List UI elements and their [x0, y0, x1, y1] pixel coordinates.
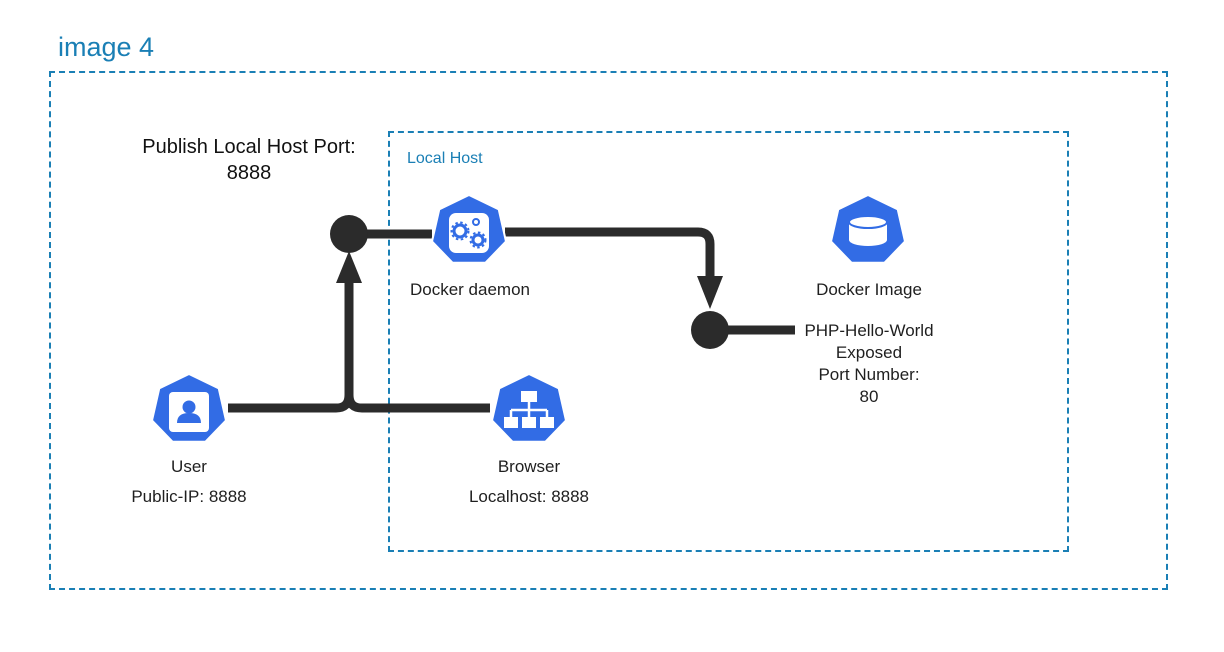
exposed-port-junction — [691, 311, 729, 349]
php-exposed-port-label: PHP-Hello-World Exposed Port Number: 80 — [779, 320, 959, 408]
php-exposed-text: Exposed — [835, 343, 903, 362]
browser-localhost: Localhost: 8888 — [468, 487, 590, 506]
outer-frame — [49, 71, 1168, 590]
arrowhead-up — [336, 251, 362, 283]
php-port-number-text: Port Number: — [818, 365, 920, 384]
docker-image-label: Docker Image — [816, 280, 922, 299]
docker-daemon-label: Docker daemon — [409, 280, 530, 299]
browser-node[interactable] — [490, 372, 568, 443]
user-node[interactable] — [150, 372, 228, 443]
connector-browser-to-junction — [344, 394, 490, 413]
user-public-ip: Public-IP: 8888 — [131, 487, 247, 506]
local-host-title: Local Host — [407, 150, 483, 167]
browser-label: Browser — [497, 457, 561, 476]
sitemap-icon — [504, 391, 554, 428]
docker-daemon-node[interactable] — [430, 193, 508, 264]
connector-user-to-publish — [228, 282, 354, 413]
publish-port-label: Publish Local Host Port: 8888 — [118, 134, 380, 186]
publish-port-junction — [330, 215, 368, 253]
publish-port-value: 8888 — [226, 162, 272, 184]
gears-icon — [449, 213, 489, 253]
database-icon — [848, 215, 888, 246]
docker-image-node[interactable] — [829, 193, 907, 264]
arrowhead-down — [697, 276, 723, 309]
local-host-frame — [388, 131, 1069, 552]
php-app-name: PHP-Hello-World — [804, 321, 934, 340]
publish-port-line1: Publish Local Host Port: — [142, 136, 356, 158]
connector-daemon-to-image — [505, 227, 715, 278]
user-label: User — [171, 457, 207, 476]
user-badge-icon — [169, 392, 209, 432]
frame-title: image 4 — [58, 32, 155, 62]
php-port-value: 80 — [859, 387, 879, 406]
